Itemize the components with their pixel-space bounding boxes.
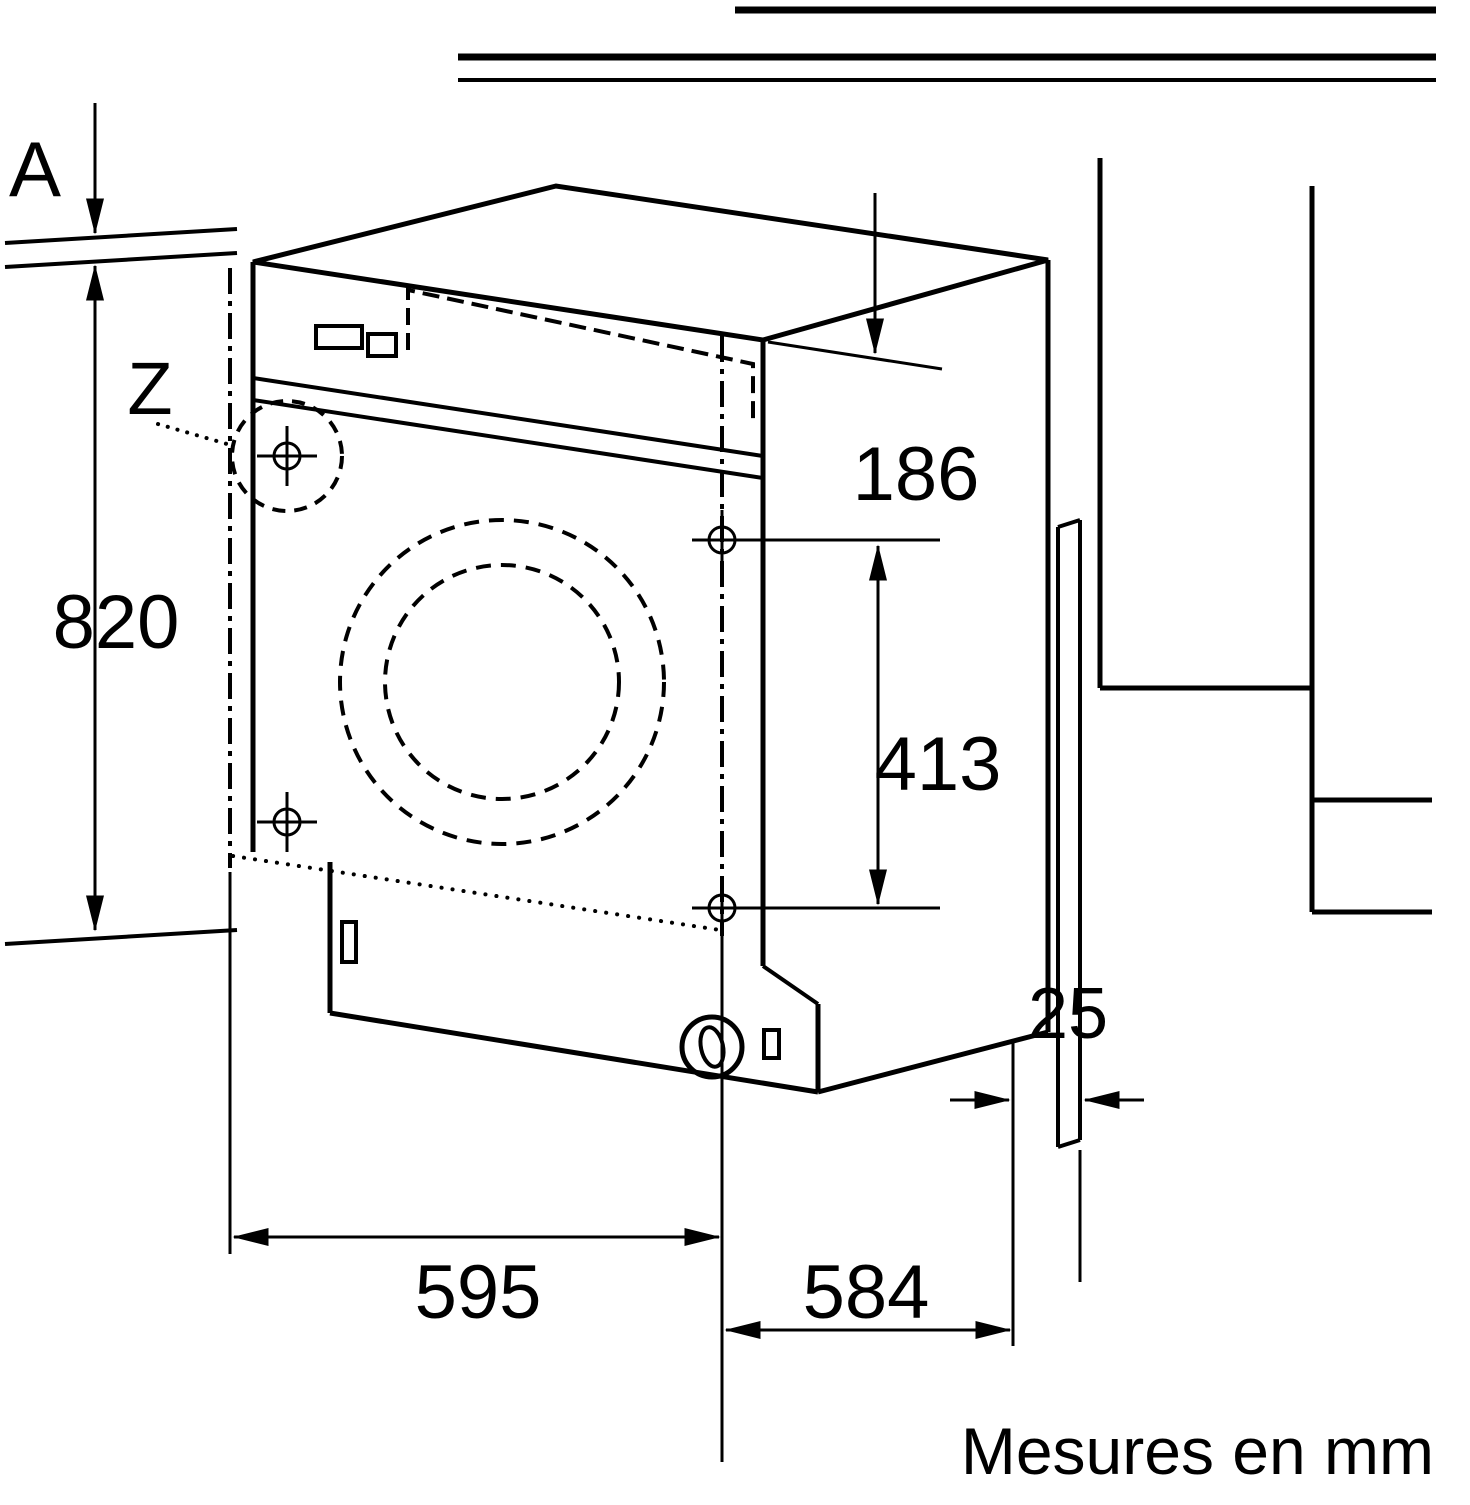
dimension-labels: A Z 820 186 413 25 595 584 Mesures en mm bbox=[9, 125, 1434, 1488]
control-button bbox=[366, 332, 398, 358]
label-width: 595 bbox=[415, 1250, 542, 1335]
control-panel-band bbox=[252, 324, 764, 480]
plinth-small-slot bbox=[762, 1028, 781, 1060]
label-height: 820 bbox=[53, 580, 180, 665]
label-top-offset: 186 bbox=[853, 432, 980, 517]
filter-knob bbox=[679, 1014, 745, 1080]
plane-reference-lines bbox=[4, 227, 238, 946]
cabinet-wall-outline bbox=[1097, 158, 1432, 915]
plinth-top-dotted-line bbox=[231, 854, 722, 932]
worktop-lines bbox=[458, 6, 1436, 82]
dimension-lines bbox=[86, 103, 1144, 1339]
detail-z-leader bbox=[156, 422, 236, 448]
plinth-details bbox=[340, 920, 781, 1080]
furniture-front-dashed-outline bbox=[228, 268, 724, 936]
control-display bbox=[314, 324, 364, 350]
label-depth: 584 bbox=[803, 1250, 930, 1335]
detail-z-circle bbox=[230, 399, 344, 513]
mounting-hole-top-left bbox=[257, 426, 317, 486]
control-recess-dashed bbox=[406, 287, 755, 420]
units-caption: Mesures en mm bbox=[961, 1414, 1434, 1488]
extension-lines bbox=[228, 340, 1082, 1462]
mounting-holes bbox=[257, 426, 752, 938]
plinth-vent-slot bbox=[340, 920, 358, 964]
label-panel-thickness: 25 bbox=[1028, 974, 1108, 1054]
detail-z-marker bbox=[156, 399, 344, 513]
label-niche-gap: A bbox=[9, 125, 61, 213]
label-detail-mark: Z bbox=[127, 347, 172, 430]
mounting-hole-bottom-left bbox=[257, 792, 317, 852]
machine-silhouette bbox=[253, 186, 1048, 1092]
label-hinge-spacing: 413 bbox=[875, 722, 1002, 807]
washing-machine-body bbox=[156, 183, 1051, 1095]
door-opening-circles bbox=[338, 518, 666, 846]
furniture-side-panel bbox=[1056, 518, 1082, 1149]
